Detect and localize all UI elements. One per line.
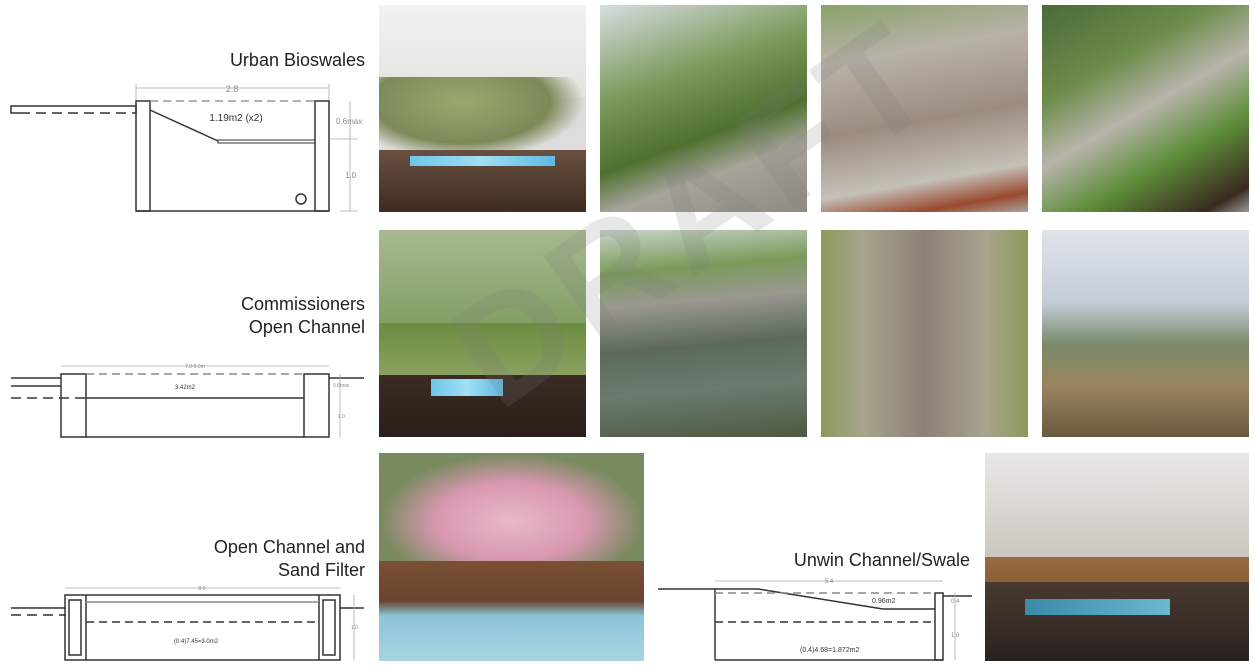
- diagram-urban-bioswales: 2.8 0.6max 1.0 1.19m2 (x2): [10, 84, 362, 212]
- area-label: 1.19m2 (x2): [209, 113, 262, 124]
- dim-top: 0.6max: [333, 383, 350, 389]
- title-line: Urban Bioswales: [229, 50, 365, 70]
- title-line: Commissioners: [240, 294, 365, 314]
- photo-bioswale-street: [600, 5, 807, 212]
- section-title-unwin: Unwin Channel/Swale: [794, 549, 970, 572]
- section-title-sand-filter: Open Channel and Sand Filter: [214, 536, 365, 582]
- title-line: Open Channel and: [213, 537, 365, 557]
- dim-depth: 1.0: [951, 633, 960, 639]
- title-line: Unwin Channel/Swale: [793, 550, 970, 570]
- photo-channel-rail: [1042, 230, 1249, 437]
- photo-bioswale-section-render: [379, 5, 586, 212]
- photo-channel-stream: [821, 230, 1028, 437]
- photo-bioswale-planter: [821, 5, 1028, 212]
- title-line: Sand Filter: [277, 560, 365, 580]
- diagram-unwin: 5.4 0.4 1.0 0.96m2 (0.4)4.68=1.872m2: [658, 579, 972, 661]
- area-label: (0.4)7.45=3.0m2: [174, 639, 219, 645]
- dim-depth: 1.0: [351, 625, 358, 631]
- dim-width: 2.8: [226, 84, 239, 94]
- photo-channel-section-render: [379, 230, 586, 437]
- photo-sand-filter-section-render: [379, 453, 644, 661]
- title-line: Open Channel: [248, 317, 365, 337]
- dim-top: 0.6max: [336, 117, 362, 126]
- diagram-commissioners: 7.0-8.0m 0.6max 1.0 3.42m2: [11, 364, 364, 438]
- section-title-commissioners: Commissioners Open Channel: [241, 293, 365, 339]
- photo-channel-steps: [600, 230, 807, 437]
- photo-unwin-section-render: [985, 453, 1249, 661]
- dim-depth: 1.0: [338, 414, 345, 420]
- area-label: 3.42m2: [175, 385, 196, 391]
- dim-top: 0.4: [951, 599, 960, 605]
- dim-depth: 1.0: [345, 171, 357, 180]
- dim-width: 5.4: [825, 579, 834, 585]
- section-title-urban-bioswales: Urban Bioswales: [230, 49, 365, 72]
- diagram-sand-filter: 8.0 1.0 (0.4)7.45=3.0m2: [11, 586, 364, 661]
- dim-width: 8.0: [199, 586, 206, 592]
- area-label: (0.4)4.68=1.872m2: [800, 647, 859, 654]
- dim-width: 7.0-8.0m: [185, 364, 205, 370]
- area-top-label: 0.96m2: [872, 598, 895, 605]
- photo-bioswale-curb: [1042, 5, 1249, 212]
